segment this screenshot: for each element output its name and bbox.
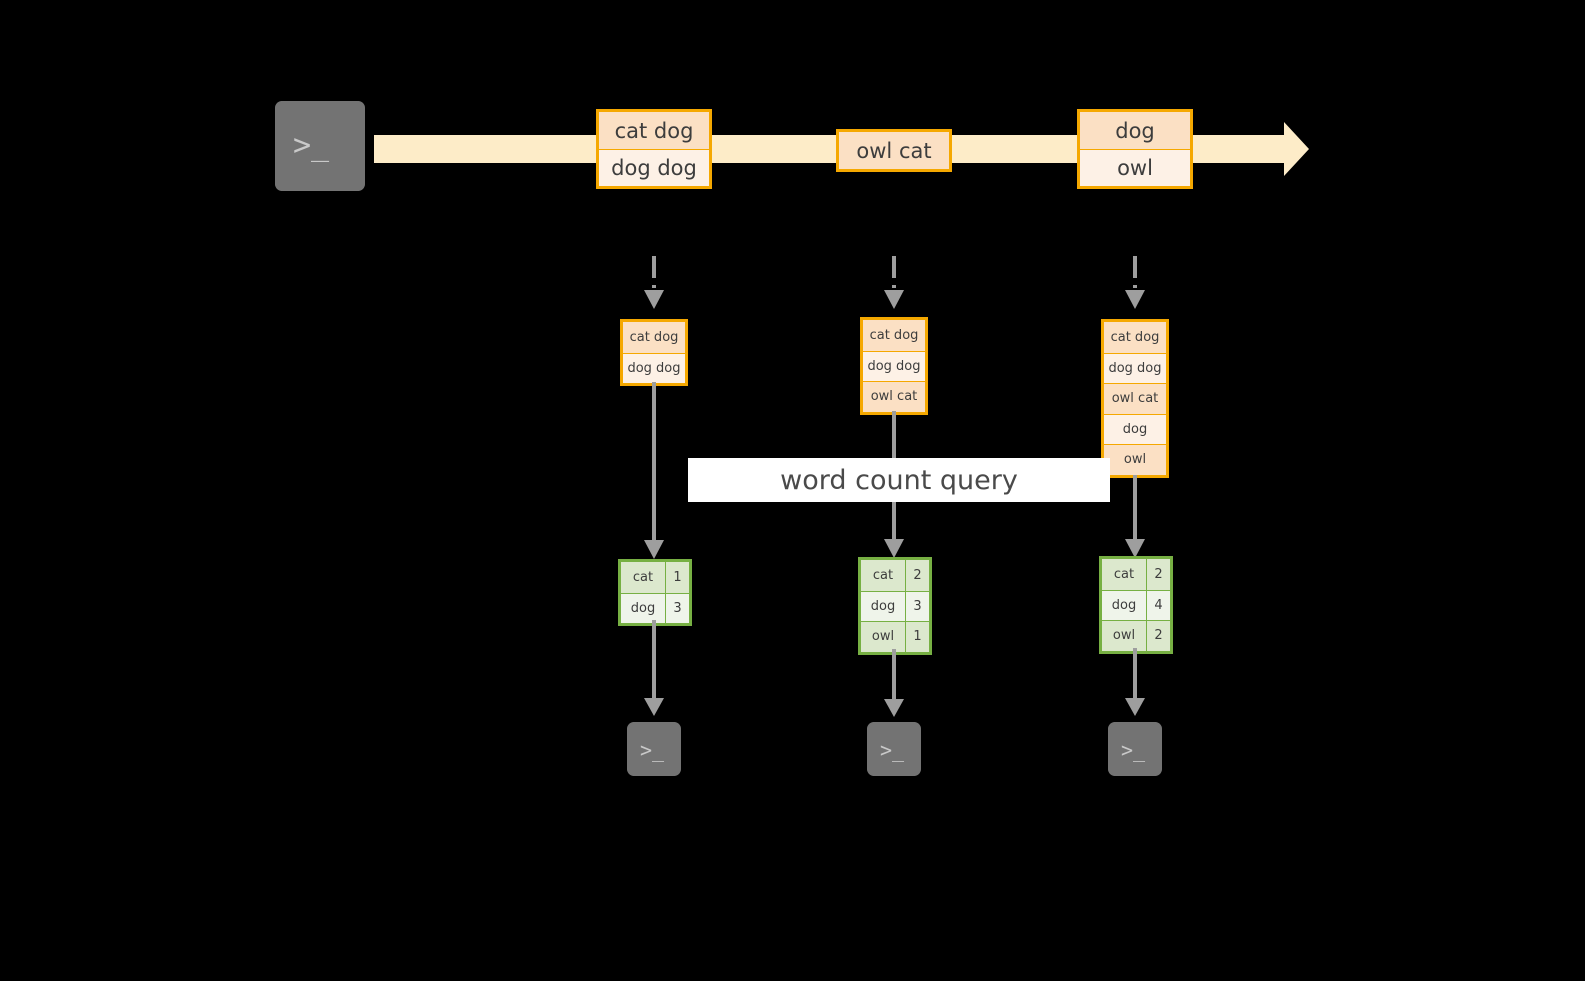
terminal-screen: >_ [867,722,921,776]
table-row: cat 2 [861,560,929,591]
stream-record-line: owl cat [839,132,949,169]
result-count: 2 [1146,559,1170,590]
snapshot-input-row: dog dog [623,352,685,383]
stream-record-line: owl [1080,149,1190,186]
producer-terminal-icon: >_ [268,94,372,198]
result-word: cat [632,569,654,585]
snapshot-input-row: dog [1104,413,1166,444]
snapshot-input-row: dog dog [863,350,925,381]
table-row: dog 3 [861,590,929,621]
result-count: 4 [1146,590,1170,620]
terminal-prompt-glyph: >_ [1121,738,1146,762]
result-word: dog [630,600,656,616]
snapshot-input-row: cat dog [623,322,685,353]
result-count: 1 [665,562,689,593]
stream-to-snapshot-connector-2 [880,256,908,318]
result-count: 3 [905,591,929,621]
snapshot-1-query-connector [640,382,668,562]
snapshot-input-row: owl cat [1104,383,1166,414]
result-count: 2 [1146,621,1170,651]
snapshot-input-row: owl cat [863,381,925,412]
terminal-screen: >_ [627,722,681,776]
snapshot-2-result-table: cat 2 dog 3 owl 1 [858,557,932,655]
table-row: owl 2 [1102,620,1170,651]
terminal-prompt-glyph: >_ [640,738,665,762]
table-row: cat 2 [1102,559,1170,590]
table-row: owl 1 [861,621,929,652]
table-row: dog 4 [1102,589,1170,620]
snapshot-1-output-connector [640,620,668,718]
result-word: dog [870,598,896,614]
snapshot-2-output-connector [880,649,908,719]
table-row: dog 3 [621,592,689,623]
table-row: cat 1 [621,562,689,593]
result-word: owl [1112,628,1136,644]
result-count: 3 [665,593,689,623]
result-word: owl [871,629,895,645]
snapshot-input-row: cat dog [863,320,925,351]
result-word: dog [1111,597,1137,613]
result-word: cat [872,567,894,583]
consumer-terminal-icon-3: >_ [1101,715,1169,783]
stream-record-line: dog dog [599,149,709,186]
stream-record-line: cat dog [599,112,709,149]
query-label: word count query [688,458,1110,502]
snapshot-1-input-stack: cat dog dog dog [620,319,688,386]
snapshot-2-input-stack: cat dog dog dog owl cat [860,317,928,415]
consumer-terminal-icon-1: >_ [620,715,688,783]
stream-to-snapshot-connector-3 [1121,256,1149,318]
snapshot-3-input-stack: cat dog dog dog owl cat dog owl [1101,319,1169,478]
snapshot-3-query-connector [1121,475,1149,560]
snapshot-input-row: dog dog [1104,352,1166,383]
stream-record-3: dog owl [1077,109,1193,189]
stream-to-snapshot-connector-1 [640,256,668,318]
result-count: 1 [905,622,929,652]
consumer-terminal-icon-2: >_ [860,715,928,783]
terminal-prompt-glyph: >_ [880,738,905,762]
snapshot-input-row: cat dog [1104,322,1166,353]
snapshot-1-result-table: cat 1 dog 3 [618,559,692,626]
stream-record-2: owl cat [836,129,952,172]
result-word: cat [1113,566,1135,582]
terminal-screen: >_ [1108,722,1162,776]
snapshot-3-output-connector [1121,648,1149,718]
terminal-prompt-glyph: >_ [293,128,330,163]
stream-record-line: dog [1080,112,1190,149]
snapshot-input-row: owl [1104,444,1166,475]
stream-record-1: cat dog dog dog [596,109,712,189]
terminal-screen: >_ [275,101,365,191]
snapshot-3-result-table: cat 2 dog 4 owl 2 [1099,556,1173,654]
result-count: 2 [905,560,929,591]
